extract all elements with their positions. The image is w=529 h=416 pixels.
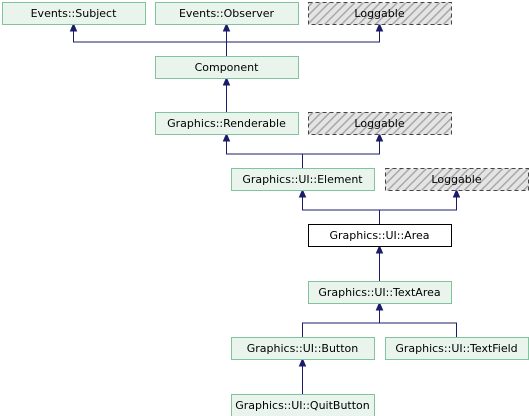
node-box [155, 2, 299, 25]
node-box [2, 2, 146, 25]
node-component[interactable]: Component [155, 56, 299, 79]
edge-textarea-to-area [375, 244, 384, 281]
node-loggable3[interactable]: Loggable [385, 168, 529, 191]
edge-quitbutton-to-button [298, 357, 307, 394]
node-label: Events::Subject [31, 7, 117, 20]
node-box [231, 168, 375, 191]
node-textfield[interactable]: Graphics::UI::TextField [385, 337, 529, 360]
node-label: Component [195, 61, 260, 74]
node-label: Loggable [354, 117, 404, 130]
edges-layer [69, 22, 461, 394]
node-label: Loggable [354, 7, 404, 20]
node-subject[interactable]: Events::Subject [2, 2, 146, 25]
node-textarea[interactable]: Graphics::UI::TextArea [308, 281, 452, 304]
node-loggable1[interactable]: Loggable [308, 2, 452, 25]
node-label: Loggable [431, 173, 481, 186]
edge-button-to-textarea [302, 301, 384, 337]
node-button[interactable]: Graphics::UI::Button [231, 337, 375, 360]
node-label: Graphics::UI::Button [247, 342, 359, 355]
node-area[interactable]: Graphics::UI::Area [308, 224, 452, 247]
node-box [308, 224, 452, 247]
node-box [155, 56, 299, 79]
edge-component-to-subject [69, 22, 227, 56]
node-label: Graphics::UI::TextField [395, 342, 517, 355]
node-box [308, 2, 452, 25]
edge-area-to-element [298, 188, 380, 224]
edge-element-to-loggable2 [302, 132, 384, 168]
node-renderable[interactable]: Graphics::Renderable [155, 112, 299, 135]
node-label: Events::Observer [179, 7, 275, 20]
node-label: Graphics::UI::Area [329, 229, 429, 242]
edge-renderable-to-component [222, 76, 231, 112]
edge-component-to-loggable1 [226, 22, 384, 56]
node-box [308, 281, 452, 304]
node-box [155, 112, 299, 135]
edge-element-to-renderable [222, 132, 303, 168]
node-loggable2[interactable]: Loggable [308, 112, 452, 135]
node-label: Graphics::UI::Element [242, 173, 363, 186]
node-label: Graphics::Renderable [167, 117, 286, 130]
edge-area-to-loggable3 [379, 188, 461, 224]
node-box [308, 112, 452, 135]
node-quitbutton[interactable]: Graphics::UI::QuitButton [231, 394, 375, 416]
node-element[interactable]: Graphics::UI::Element [231, 168, 375, 191]
edge-textfield-to-textarea [375, 301, 457, 337]
node-label: Graphics::UI::QuitButton [235, 399, 370, 412]
node-box [231, 394, 375, 416]
node-observer[interactable]: Events::Observer [155, 2, 299, 25]
node-box [231, 337, 375, 360]
node-label: Graphics::UI::TextArea [318, 286, 440, 299]
